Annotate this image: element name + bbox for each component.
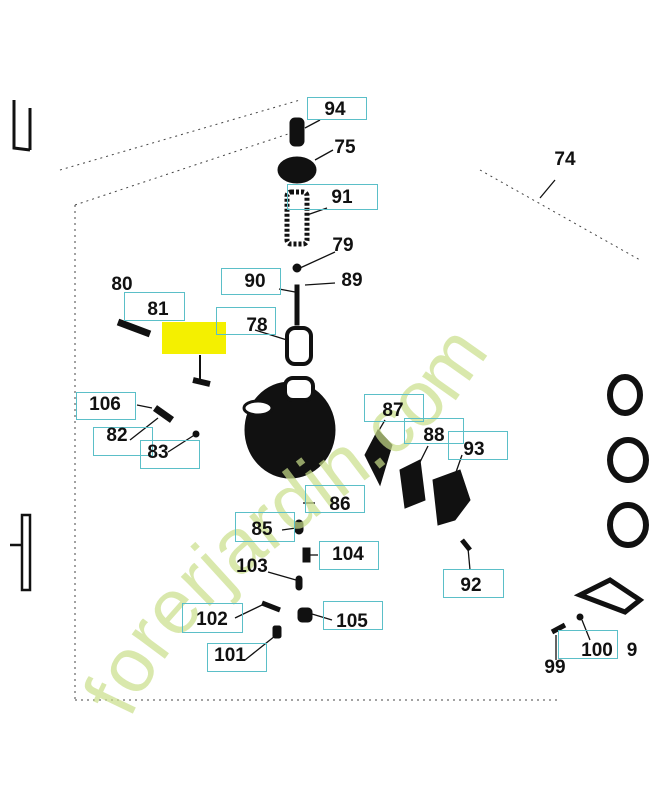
label-box-104[interactable] bbox=[319, 541, 379, 570]
part-label-79: 79 bbox=[332, 235, 354, 256]
part-label-88[interactable]: 88 bbox=[423, 425, 445, 446]
part-label-75: 75 bbox=[334, 137, 356, 158]
part-label-102[interactable]: 102 bbox=[196, 609, 228, 630]
part-label-92[interactable]: 92 bbox=[460, 575, 482, 596]
part-label-81[interactable]: 81 bbox=[147, 299, 169, 320]
label-box-81[interactable] bbox=[124, 292, 185, 321]
part-label-93[interactable]: 93 bbox=[463, 439, 485, 460]
label-box-105[interactable] bbox=[323, 601, 383, 630]
part-label-89: 89 bbox=[341, 270, 363, 291]
part-label-101[interactable]: 101 bbox=[214, 645, 246, 666]
label-box-91[interactable] bbox=[287, 184, 378, 210]
part-label-103: 103 bbox=[236, 556, 268, 577]
part-label-104[interactable]: 104 bbox=[332, 544, 364, 565]
part-label-86[interactable]: 86 bbox=[329, 494, 351, 515]
label-box-86[interactable] bbox=[305, 485, 365, 513]
label-box-100[interactable] bbox=[558, 630, 618, 659]
label-box-83[interactable] bbox=[140, 440, 200, 469]
label-box-92[interactable] bbox=[443, 569, 504, 598]
part-label-100[interactable]: 100 bbox=[581, 640, 613, 661]
part-label-105[interactable]: 105 bbox=[336, 611, 368, 632]
label-box-106[interactable] bbox=[76, 392, 136, 420]
part-label-78[interactable]: 78 bbox=[246, 315, 268, 336]
label-box-102[interactable] bbox=[182, 603, 243, 633]
part-label-74: 74 bbox=[554, 149, 576, 170]
part-label-90[interactable]: 90 bbox=[244, 271, 266, 292]
label-box-94[interactable] bbox=[307, 97, 367, 120]
highlighted-part-area bbox=[162, 322, 226, 354]
part-label-106[interactable]: 106 bbox=[89, 394, 121, 415]
part-label-99: 99 bbox=[544, 657, 566, 678]
label-box-85[interactable] bbox=[235, 512, 295, 542]
label-box-90[interactable] bbox=[221, 268, 281, 295]
label-box-82[interactable] bbox=[93, 427, 153, 456]
label-box-87[interactable] bbox=[364, 394, 424, 422]
part-label-87[interactable]: 87 bbox=[382, 400, 404, 421]
part-label-83[interactable]: 83 bbox=[147, 442, 169, 463]
label-box-101[interactable] bbox=[207, 643, 267, 672]
part-label-80: 80 bbox=[111, 274, 133, 295]
part-label-partial: 9 bbox=[626, 640, 638, 661]
label-box-93[interactable] bbox=[448, 431, 508, 460]
part-label-94[interactable]: 94 bbox=[324, 99, 346, 120]
part-label-82[interactable]: 82 bbox=[106, 425, 128, 446]
part-label-91[interactable]: 91 bbox=[331, 187, 353, 208]
label-box-78[interactable] bbox=[216, 307, 276, 335]
part-label-85[interactable]: 85 bbox=[251, 519, 273, 540]
